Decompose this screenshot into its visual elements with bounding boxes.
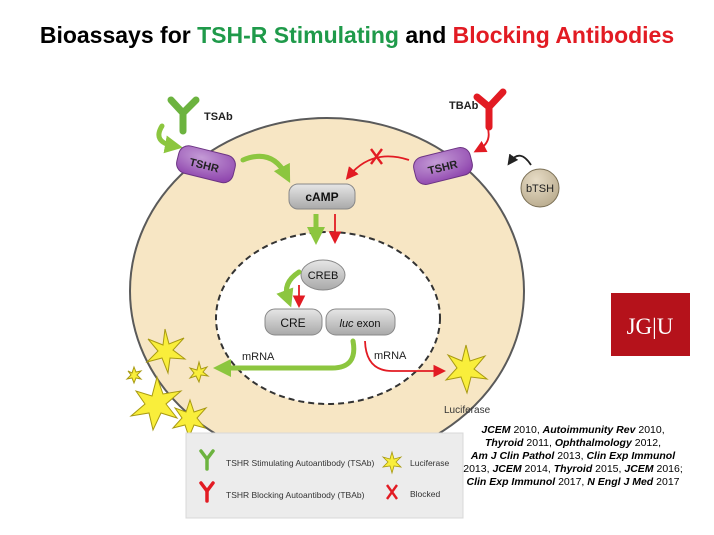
reference-year: 2016;: [653, 463, 683, 475]
reference-journal: N Engl J Med: [587, 476, 654, 488]
tshr-receptor-left: [176, 145, 236, 184]
mrna-green-arrow: [213, 338, 357, 377]
camp-label: cAMP: [305, 190, 338, 204]
star-small-left: [125, 365, 143, 385]
reference-year: 2014,: [521, 463, 554, 475]
reference-year: 2010,: [635, 424, 665, 436]
tbab-antibody-icon: [473, 88, 507, 131]
title-part2: and: [398, 22, 453, 48]
tbab-binding-arrow: [473, 125, 490, 153]
mrna-label-right: mRNA: [374, 350, 407, 362]
tsab-binding-arrow: [156, 123, 183, 154]
legend-tbab-icon: [199, 481, 215, 503]
reference-journal: Am J Clin Pathol: [470, 450, 555, 462]
legend-box: [185, 432, 464, 519]
star-small-mid: [188, 360, 210, 384]
reference-journal: Ophthalmology: [554, 437, 632, 449]
reference-year: 2012,: [631, 437, 662, 449]
title-stimulating: TSH-R Stimulating: [197, 22, 399, 48]
reference-line: JCEM 2010, Autoimmunity Rev 2010,: [436, 424, 710, 437]
reference-journal: Thyroid: [553, 463, 593, 475]
legend-luciferase-icon: [381, 450, 403, 475]
title-blocking: Blocking Antibodies: [452, 22, 675, 48]
reference-year: 2010,: [510, 424, 543, 436]
legend-tbab-label: TSHR Blocking Autoantibody (TBAb): [226, 490, 365, 500]
creb-label: CREB: [308, 270, 339, 282]
tshr-to-camp-arrow: [240, 153, 291, 183]
reference-line: 2013, JCEM 2014, Thyroid 2015, JCEM 2016…: [436, 463, 710, 476]
reference-journal: Clin Exp Immunol: [586, 450, 676, 462]
reference-year: 2017: [653, 476, 680, 488]
btsh-arrow: [507, 153, 532, 166]
camp-box: [288, 183, 356, 210]
btsh-ball: [520, 168, 560, 208]
reference-year: 2015,: [592, 463, 625, 475]
reference-year: 2017,: [555, 476, 588, 488]
tbab-label: TBAb: [449, 100, 479, 112]
creb-green-arrow: [276, 269, 302, 308]
tsab-label: TSAb: [204, 111, 233, 123]
reference-year: 2013,: [463, 463, 493, 475]
reference-line: Thyroid 2011, Ophthalmology 2012,: [436, 437, 710, 450]
creb-blob: [300, 259, 346, 291]
jgu-logo: [611, 293, 690, 356]
reference-journal: JCEM: [624, 463, 654, 475]
mrna-red-arrow: [364, 340, 447, 378]
reference-year: 2011,: [523, 437, 555, 449]
references: JCEM 2010, Autoimmunity Rev 2010,Thyroid…: [436, 424, 710, 489]
reference-year: 2013,: [554, 450, 587, 462]
legend-blocked-label: Blocked: [410, 489, 441, 499]
star-large-bottom: [129, 375, 183, 432]
blocked-x-icon: [370, 148, 383, 165]
reference-journal: Autoimmunity Rev: [542, 424, 636, 436]
legend-blocked-icon: [386, 484, 398, 500]
btsh-label: bTSH: [526, 183, 554, 195]
tsab-antibody-icon: [167, 96, 200, 135]
reference-journal: Thyroid: [484, 437, 524, 449]
cre-box: [264, 308, 323, 336]
reference-line: Am J Clin Pathol 2013, Clin Exp Immunol: [436, 450, 710, 463]
legend-luciferase-label: Luciferase: [410, 458, 449, 468]
luciferase-star-right: [444, 344, 489, 395]
cre-label: CRE: [280, 316, 305, 330]
luc-exon-label: luc exon: [340, 318, 381, 330]
legend: TSHR Stimulating Autoantibody (TSAb) TSH…: [185, 432, 464, 519]
legend-tsab-label: TSHR Stimulating Autoantibody (TSAb): [226, 458, 375, 468]
reference-line: Clin Exp Immunol 2017, N Engl J Med 2017: [436, 476, 710, 489]
luc-exon-box: [325, 308, 396, 336]
star-large-top: [145, 328, 187, 375]
tshr-receptor-right: [413, 147, 473, 185]
mrna-label-left: mRNA: [242, 351, 275, 363]
reference-journal: JCEM: [481, 424, 511, 436]
luciferase-label: Luciferase: [444, 405, 491, 416]
reference-journal: JCEM: [492, 463, 522, 475]
title-part1: Bioassays for: [39, 22, 198, 48]
page-title: Bioassays for TSH-R Stimulating and Bloc…: [0, 22, 714, 49]
reference-journal: Clin Exp Immunol: [466, 476, 556, 488]
jgu-logo-text: JG|U: [627, 314, 674, 339]
legend-tsab-icon: [199, 449, 215, 471]
